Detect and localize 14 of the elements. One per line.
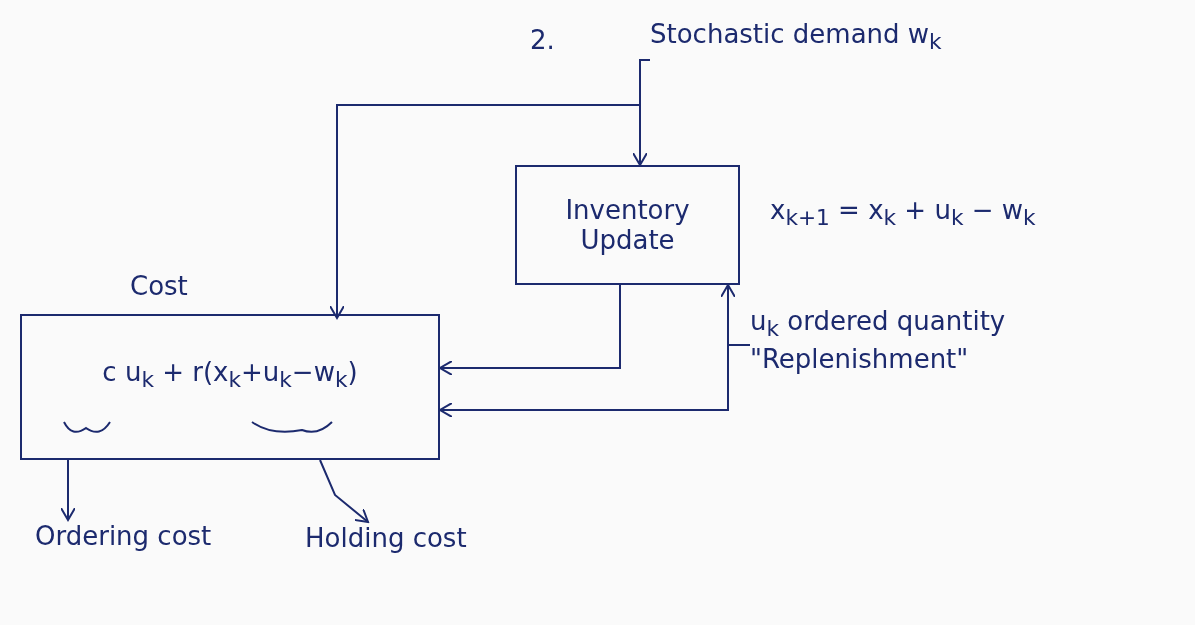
arrow: [329, 59, 651, 319]
arrow: [60, 459, 76, 521]
cost-formula: c u$_{k}$ + r(x$_{k}$+u$_{k}$−w$_{k}$): [102, 355, 358, 394]
cost-label: Holding cost: [305, 522, 467, 555]
process-box: Inventory Update: [515, 165, 740, 285]
input-label: u$_{k}$ ordered quantity "Replenishment": [750, 305, 1007, 377]
arrow: [319, 459, 369, 523]
arrow: [439, 284, 621, 376]
item-number: 2.: [530, 25, 555, 55]
update-equation: x$_{k+1}$ = x$_{k}$ + u$_{k}$ − w$_{k}$: [770, 195, 1036, 231]
cost-label: Ordering cost: [35, 520, 212, 553]
box-heading: Cost: [130, 270, 188, 303]
arrow: [439, 344, 751, 418]
input-label: Stochastic demand w$_{k}$: [650, 18, 942, 57]
